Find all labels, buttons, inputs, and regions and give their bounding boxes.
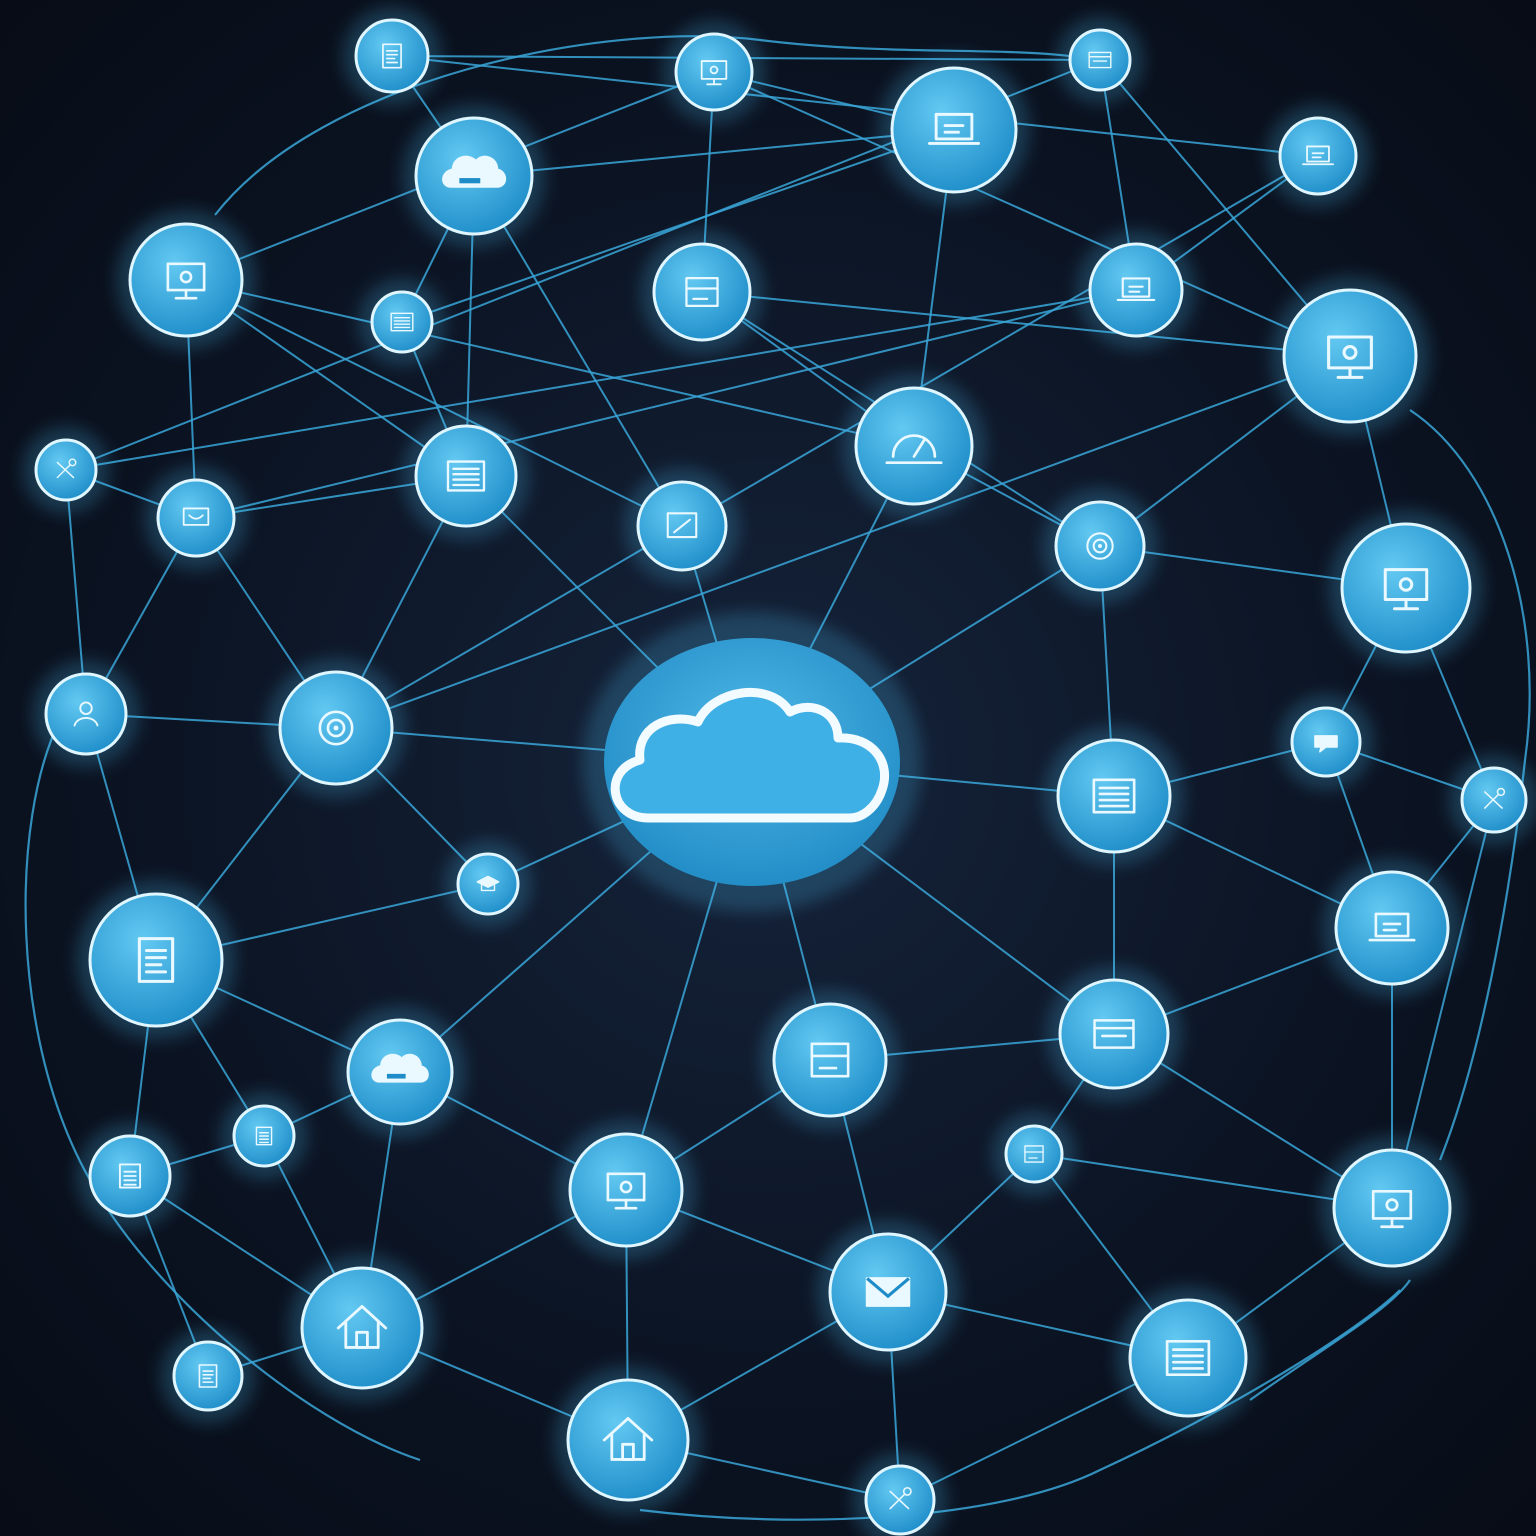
browser-window-icon: [1093, 1019, 1135, 1049]
node-n38[interactable]: [160, 1328, 256, 1424]
node-n31[interactable]: [76, 1122, 184, 1230]
settings-monitor-icon: [1327, 335, 1373, 379]
node-n6[interactable]: [402, 104, 546, 248]
node-n18[interactable]: [1328, 510, 1484, 666]
node-n27[interactable]: [334, 1006, 466, 1138]
monitor-icon: [606, 1172, 646, 1210]
clipboard-icon: [118, 1163, 142, 1189]
node-n15[interactable]: [624, 468, 740, 584]
node-n24[interactable]: [1448, 754, 1536, 846]
computer-icon: [1371, 1189, 1413, 1229]
node-n2[interactable]: [662, 20, 766, 124]
node-n8[interactable]: [116, 210, 256, 350]
node-n16[interactable]: [842, 374, 986, 518]
node-n10[interactable]: [1076, 230, 1196, 350]
node-n39[interactable]: [554, 1366, 702, 1514]
node-n12[interactable]: [22, 426, 110, 514]
monitor-icon: [166, 262, 206, 300]
edge-n3-n9: [401, 129, 955, 323]
node-n32[interactable]: [992, 1112, 1076, 1196]
node-n33[interactable]: [556, 1120, 696, 1260]
gauge-icon: [885, 434, 943, 465]
box-icon: [1024, 1145, 1044, 1163]
node-n26[interactable]: [1322, 858, 1462, 998]
central-cloud-hub[interactable]: [582, 612, 922, 912]
server-icon: [446, 460, 486, 492]
node-n37[interactable]: [1116, 1286, 1260, 1430]
edge-n11-n20: [335, 355, 1351, 729]
monitor-icon: [1383, 568, 1429, 611]
node-n19[interactable]: [32, 660, 140, 768]
home-icon: [602, 1416, 654, 1461]
document-list-icon: [1165, 1339, 1211, 1377]
node-n5[interactable]: [1266, 104, 1370, 208]
node-n28[interactable]: [760, 990, 900, 1130]
node-n23[interactable]: [1278, 694, 1374, 790]
node-n36[interactable]: [816, 1220, 960, 1364]
node-n29[interactable]: [1046, 966, 1182, 1102]
box-icon: [685, 277, 719, 307]
wrench-icon: [889, 1486, 912, 1510]
node-n40[interactable]: [852, 1452, 948, 1536]
monitor-icon: [700, 60, 728, 86]
desk-icon: [182, 507, 210, 526]
edge-n8-n16: [185, 279, 915, 447]
edge-n5-n15: [681, 155, 1319, 527]
document-icon: [137, 937, 175, 983]
home-icon: [336, 1304, 388, 1349]
outer-arc-bottom-right: [1249, 1279, 1411, 1401]
target-icon: [318, 710, 354, 746]
document-icon: [382, 43, 402, 69]
edge-n8-n15: [185, 279, 683, 527]
node-n20[interactable]: [266, 658, 406, 798]
cloud-icon: [442, 155, 507, 188]
cloud-icon: [371, 1053, 429, 1083]
node-n22[interactable]: [1044, 726, 1184, 866]
clipboard-icon: [255, 1126, 273, 1146]
cloud-icon: [610, 687, 890, 823]
target-icon: [1086, 532, 1114, 560]
node-n4[interactable]: [1056, 16, 1144, 104]
laptop-icon: [1368, 912, 1416, 942]
laptop-icon: [1116, 277, 1156, 302]
laptop-icon: [927, 112, 981, 145]
node-n11[interactable]: [1270, 276, 1430, 436]
file-card-icon: [810, 1042, 850, 1078]
browser-window-icon: [1088, 51, 1112, 69]
mail-icon: [865, 1277, 911, 1307]
edge-n2-n11: [713, 71, 1351, 357]
node-n3[interactable]: [878, 54, 1030, 206]
node-n30[interactable]: [220, 1092, 308, 1180]
wrench-icon: [1484, 787, 1506, 809]
node-n35[interactable]: [288, 1254, 436, 1402]
edge-n3-n6: [473, 129, 955, 177]
node-n13[interactable]: [402, 412, 530, 540]
small-document-icon: [390, 312, 414, 332]
node-n1[interactable]: [342, 6, 442, 106]
tools-icon: [56, 458, 77, 479]
edge-n10-n12: [65, 289, 1137, 471]
outer-arc-bottom: [639, 1289, 1401, 1521]
edit-icon: [666, 512, 698, 539]
node-n25[interactable]: [76, 880, 236, 1040]
node-layer: [22, 6, 1536, 1536]
node-n17[interactable]: [1042, 488, 1158, 604]
chat-icon: [1314, 735, 1338, 753]
node-n9[interactable]: [358, 278, 446, 366]
user-icon: [73, 701, 99, 727]
document-list-icon: [1092, 778, 1136, 814]
node-n34[interactable]: [1320, 1136, 1464, 1280]
edge-n7-n11: [701, 291, 1351, 357]
edge-n10-n14: [195, 289, 1137, 519]
outer-arc-right: [1409, 409, 1531, 1161]
document-icon: [198, 1364, 218, 1388]
graduation-cap-icon: [476, 875, 500, 892]
node-n21[interactable]: [444, 840, 532, 928]
node-n14[interactable]: [144, 466, 248, 570]
node-n7[interactable]: [640, 230, 764, 354]
laptop-icon: [1302, 145, 1334, 166]
